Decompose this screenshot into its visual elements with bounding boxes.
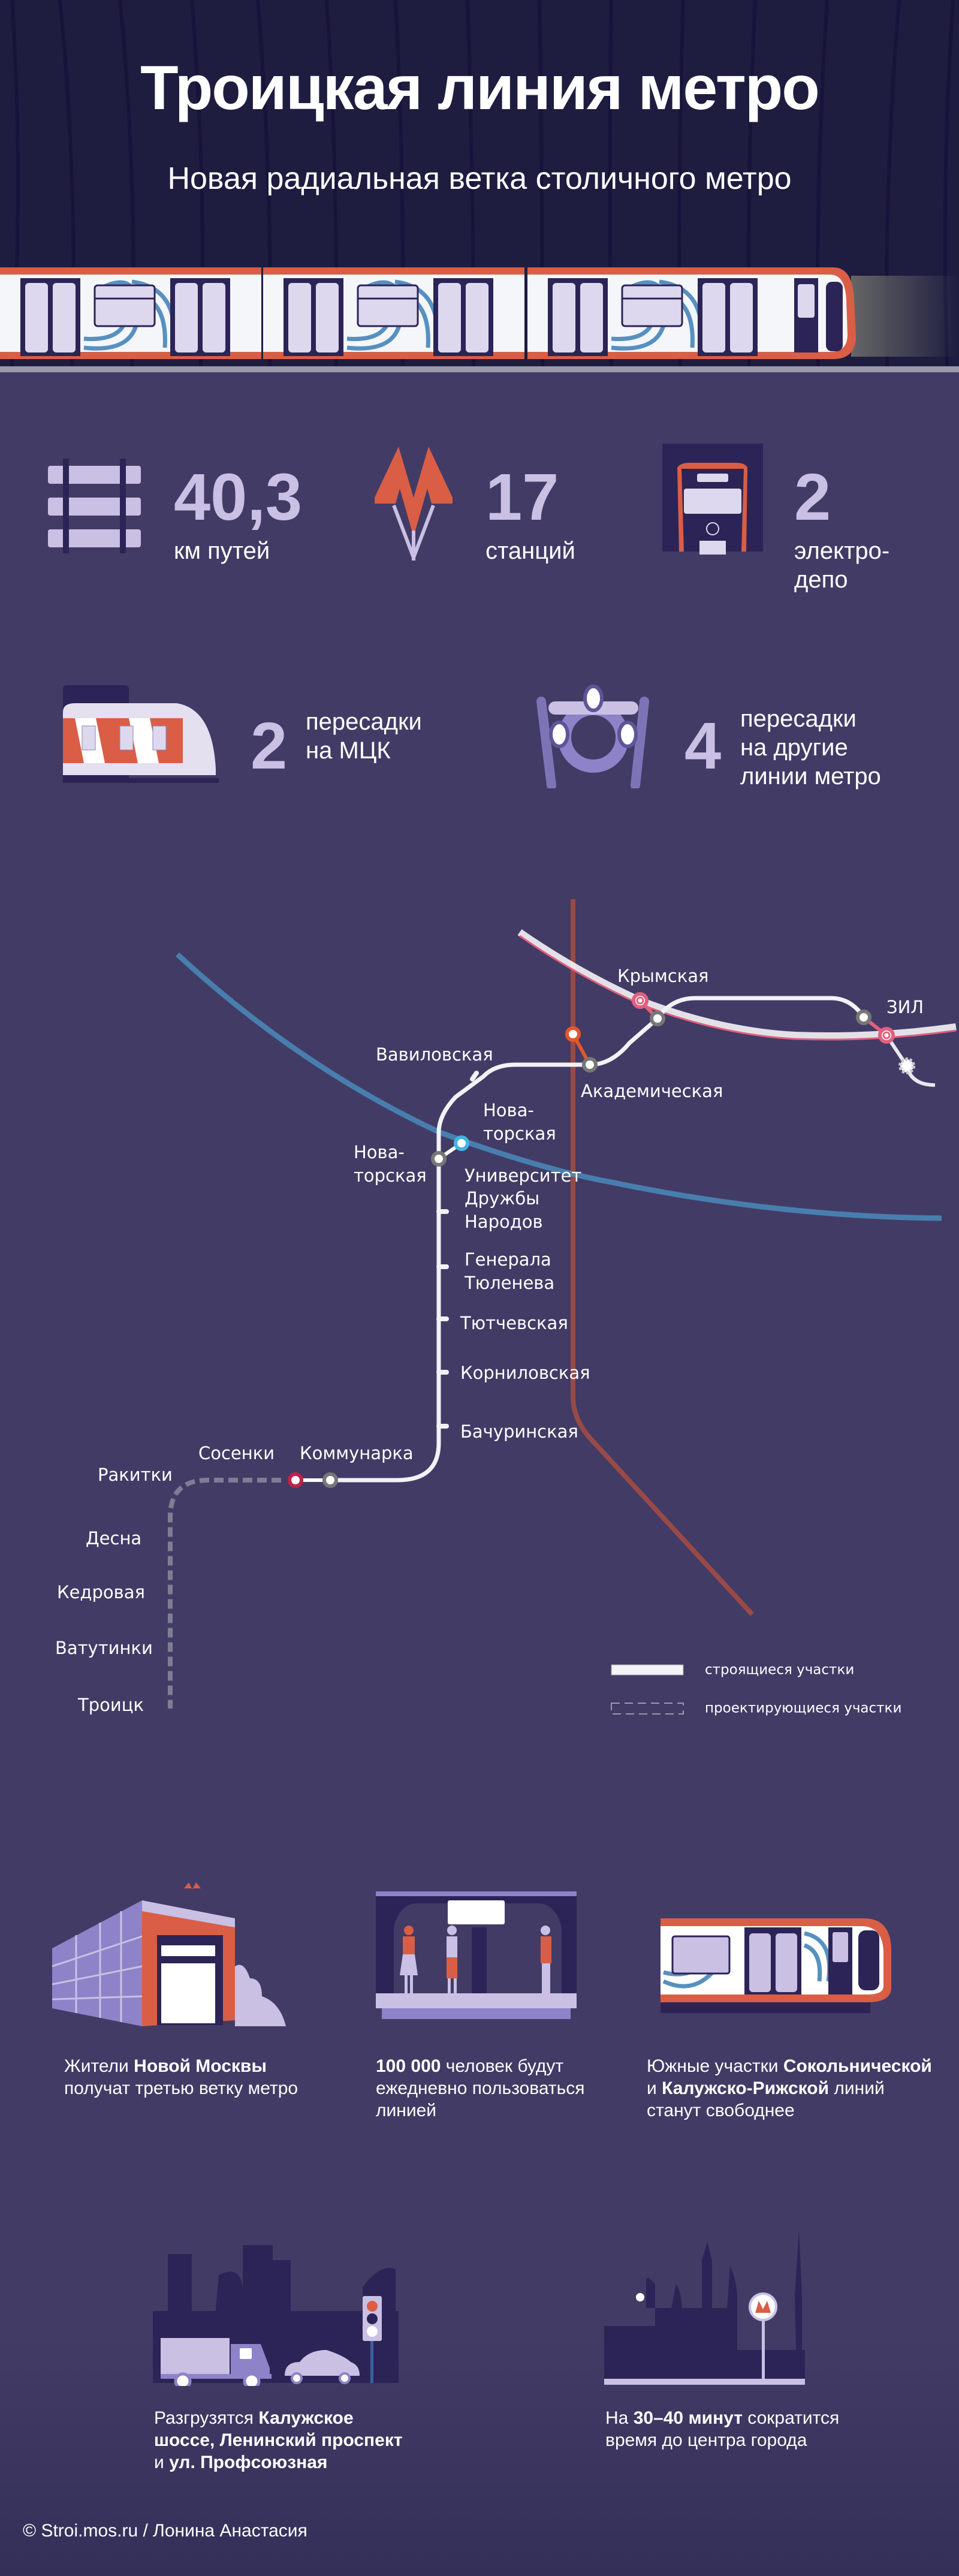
interchange-hub-icon — [536, 685, 649, 788]
station-label-generala-2: Тюленева — [464, 1273, 554, 1293]
station-label-rakitki: Ракитки — [98, 1465, 173, 1485]
station-label-vavilovskaya: Вавиловская — [376, 1044, 493, 1065]
stat-mck-label-line2: на МЦК — [306, 737, 391, 764]
station-node-novatorskaya-blue — [454, 1135, 469, 1151]
station-label-tyutchevskaya: Тютчевская — [460, 1313, 568, 1333]
station-label-kommunarka: Коммунарка — [300, 1443, 414, 1463]
legend-planned-swatch — [611, 1703, 684, 1715]
station-label-novatorskaya-left-2: торская — [354, 1165, 427, 1186]
train-illustration — [0, 264, 959, 366]
station-label-generala-1: Генерала — [465, 1249, 551, 1270]
station-node-novatorskaya — [431, 1151, 447, 1167]
legend-building-swatch — [611, 1664, 684, 1676]
station-label-troitsk: Троицк — [77, 1695, 144, 1715]
depot-train-icon — [662, 444, 763, 555]
mck-train-icon — [63, 685, 219, 783]
stat-metro-transfers-value: 4 — [684, 709, 722, 783]
station-label-kornilovskaya: Корниловская — [460, 1363, 590, 1383]
legend-building-label: строящиеся участки — [705, 1662, 854, 1678]
legend-planned-label: проектирующиеся участки — [705, 1701, 901, 1716]
planned-section — [168, 1478, 281, 1709]
station-label-novatorskaya-right-1: Нова- — [483, 1100, 534, 1120]
station-label-desna: Десна — [86, 1528, 141, 1548]
station-label-akademicheskaya: Академическая — [581, 1081, 723, 1101]
metro-station-building-icon — [52, 1882, 286, 2026]
rails-icon — [48, 459, 141, 553]
station-label-universitet-3: Народов — [465, 1212, 543, 1232]
stat-metro-label-line1: пересадки — [740, 706, 857, 732]
stat-stations-value: 17 — [485, 460, 559, 534]
rail-divider — [0, 366, 959, 372]
stat-stations-label: станций — [485, 538, 575, 564]
station-node-krymskaya-mck — [632, 992, 649, 1009]
station-node-zil-mck — [878, 1027, 895, 1044]
station-node-akademicheskaya-orange — [565, 1026, 581, 1042]
header: Троицкая линия метро Новая радиальная ве… — [0, 0, 959, 366]
mck-line — [517, 929, 957, 1040]
stat-metro-label-line2: на другие — [740, 734, 848, 761]
stat-depot-label-line2: депо — [794, 567, 848, 593]
stat-track-length-label: км путей — [174, 538, 270, 564]
platform-people-icon — [376, 1891, 577, 2019]
station-node-zil — [856, 1010, 871, 1025]
stat-track-length-value: 40,3 — [174, 460, 303, 534]
stat-mck-label-line1: пересадки — [306, 709, 422, 735]
station-label-sosenki: Сосенки — [198, 1443, 275, 1463]
station-node-akademicheskaya — [582, 1057, 598, 1072]
blue-line — [175, 952, 942, 1221]
station-label-universitet-1: Университет — [465, 1165, 581, 1186]
orange-line — [571, 899, 754, 1616]
city-traffic-icon — [153, 2245, 399, 2386]
stat-depot-label-line1: электро- — [794, 538, 890, 564]
station-label-krymskaya: Крымская — [617, 966, 708, 986]
station-label-kedrovaya: Кедровая — [57, 1582, 145, 1602]
stat-metro-label-line3: линии метро — [740, 763, 881, 790]
station-label-universitet-2: Дружбы — [465, 1188, 539, 1209]
metro-map: Крымская ЗИЛ Вавиловская Академическая Н… — [55, 899, 957, 1716]
page-subtitle: Новая радиальная ветка столичного метро — [167, 161, 792, 196]
kremlin-skyline-icon — [604, 2230, 805, 2385]
station-label-bachurinskaya: Бачуринская — [460, 1421, 578, 1442]
stat-mck-transfers-value: 2 — [251, 709, 288, 783]
footer-credit: © Stroi.mos.ru / Лонина Анастасия — [23, 2521, 307, 2541]
stat-depot-value: 2 — [794, 460, 831, 534]
station-node-kommunarka — [322, 1472, 338, 1488]
station-label-zil: ЗИЛ — [886, 997, 924, 1017]
metro-train-icon — [661, 1918, 891, 2013]
station-label-vatutinki: Ватутинки — [55, 1638, 153, 1658]
troitskaya-line — [330, 996, 865, 1483]
station-node-kommunarka-red — [288, 1472, 303, 1488]
metro-logo-icon — [375, 447, 453, 561]
station-label-novatorskaya-right-2: торская — [483, 1123, 556, 1144]
station-node-krymskaya — [650, 1011, 665, 1026]
station-label-novatorskaya-left-1: Нова- — [354, 1142, 405, 1162]
page-title: Троицкая линия метро — [140, 53, 820, 123]
